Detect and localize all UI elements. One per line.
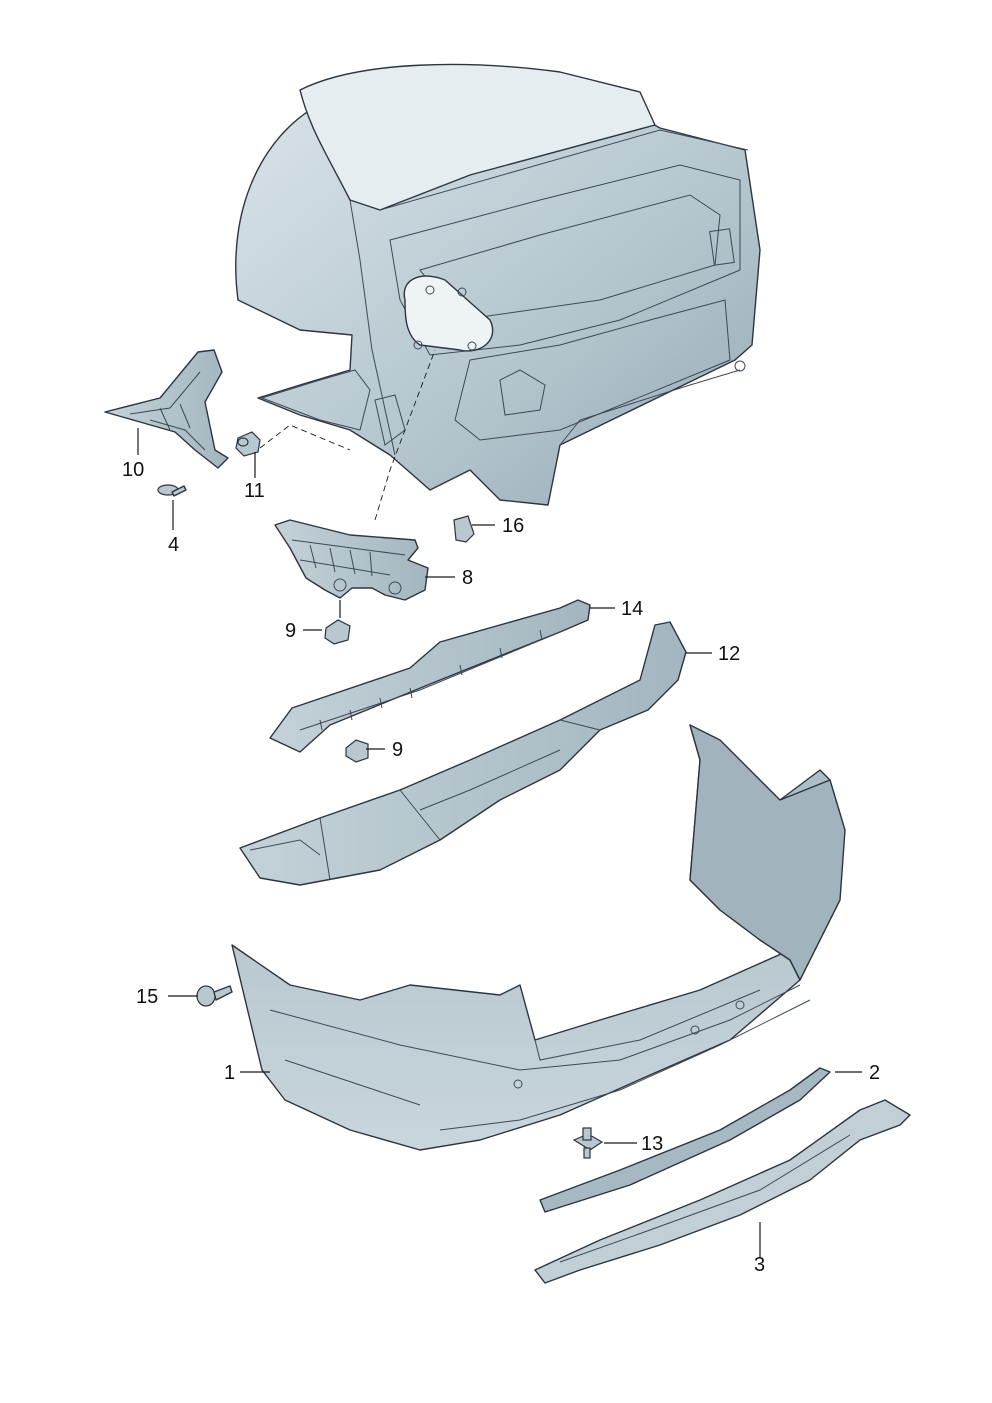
callout-13: 13 [641,1133,663,1155]
callout-14: 14 [621,598,643,620]
callout-10: 10 [122,459,144,481]
callout-8: 8 [462,567,473,589]
part-2-trim-strip [539,1067,831,1213]
callout-4: 4 [168,534,179,556]
part-4-screw [157,484,187,497]
part-8-bracket [274,519,429,601]
part-15-screw [196,985,233,1007]
part-9-nut-lower [345,739,369,763]
part-9-nut-upper [324,619,351,645]
part-16-clip [453,515,475,543]
callout-2: 2 [869,1062,880,1084]
callout-9-lower: 9 [392,739,403,761]
part-13-clip [572,1127,604,1159]
callout-16: 16 [502,515,524,537]
part-3-lower-insert [534,1099,911,1284]
part-11-bushing [235,431,261,457]
part-1-bumper-cover [231,724,846,1151]
part-14-guide-strip [269,599,591,753]
callout-12: 12 [718,643,740,665]
callout-3: 3 [754,1254,765,1276]
callout-15: 15 [136,986,158,1008]
vehicle-rear-body [235,63,761,506]
assembly-dashed-lines [259,349,436,521]
callout-1: 1 [224,1062,235,1084]
callout-11: 11 [244,480,265,502]
callout-labels: 10 11 4 16 8 9 14 12 9 15 1 2 13 3 [122,459,880,1276]
leader-lines [137,428,862,1258]
callout-9-upper: 9 [285,620,296,642]
part-12-diffuser [239,621,687,886]
part-10-bracket [104,349,229,469]
